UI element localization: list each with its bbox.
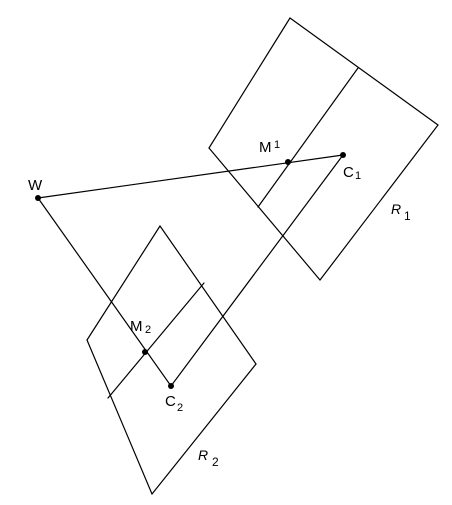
- plane-r1-edge-bottom: [208, 147, 321, 281]
- label-c2-subscript: 2: [177, 402, 183, 414]
- plane-r2-edge-right: [151, 363, 257, 495]
- plane-r1-vertical-axis: [257, 67, 359, 208]
- plane-r1-edge-right: [319, 124, 439, 281]
- label-r1: R: [391, 201, 401, 217]
- plane-r2-edge-left: [86, 225, 161, 341]
- label-m1-subscript: 1: [274, 139, 280, 151]
- ray-w-to-c2: [37, 197, 172, 387]
- plane-r2: [86, 225, 257, 495]
- ray-w-to-c1: [37, 154, 344, 199]
- point-m2: [142, 349, 148, 355]
- points: [35, 152, 346, 389]
- baseline-c1-c2: [170, 154, 344, 387]
- label-c2: C: [165, 393, 176, 410]
- point-m1: [285, 159, 291, 165]
- label-m2-subscript: 2: [145, 324, 151, 336]
- plane-r1: [208, 17, 439, 281]
- point-c1: [340, 152, 346, 158]
- plane-r2-edge-bottom: [86, 339, 153, 495]
- point-w: [35, 195, 41, 201]
- label-m2: M: [130, 318, 143, 335]
- plane-r2-vertical-axis: [107, 282, 205, 399]
- point-c2: [168, 383, 174, 389]
- plane-r2-edge-top: [159, 225, 257, 365]
- label-r1-subscript: 1: [404, 209, 411, 223]
- label-c1: C: [343, 164, 354, 181]
- rays: [37, 154, 344, 387]
- labels: W M 1 C 1 R 1 M 2 C 2 R 2: [28, 139, 411, 469]
- label-r2-subscript: 2: [212, 455, 219, 469]
- label-w: W: [28, 177, 43, 194]
- plane-r1-edge-left: [208, 17, 291, 149]
- label-r2: R: [198, 447, 208, 463]
- plane-r1-edge-top: [289, 17, 439, 126]
- label-m1: M: [259, 139, 272, 156]
- label-c1-subscript: 1: [355, 170, 361, 182]
